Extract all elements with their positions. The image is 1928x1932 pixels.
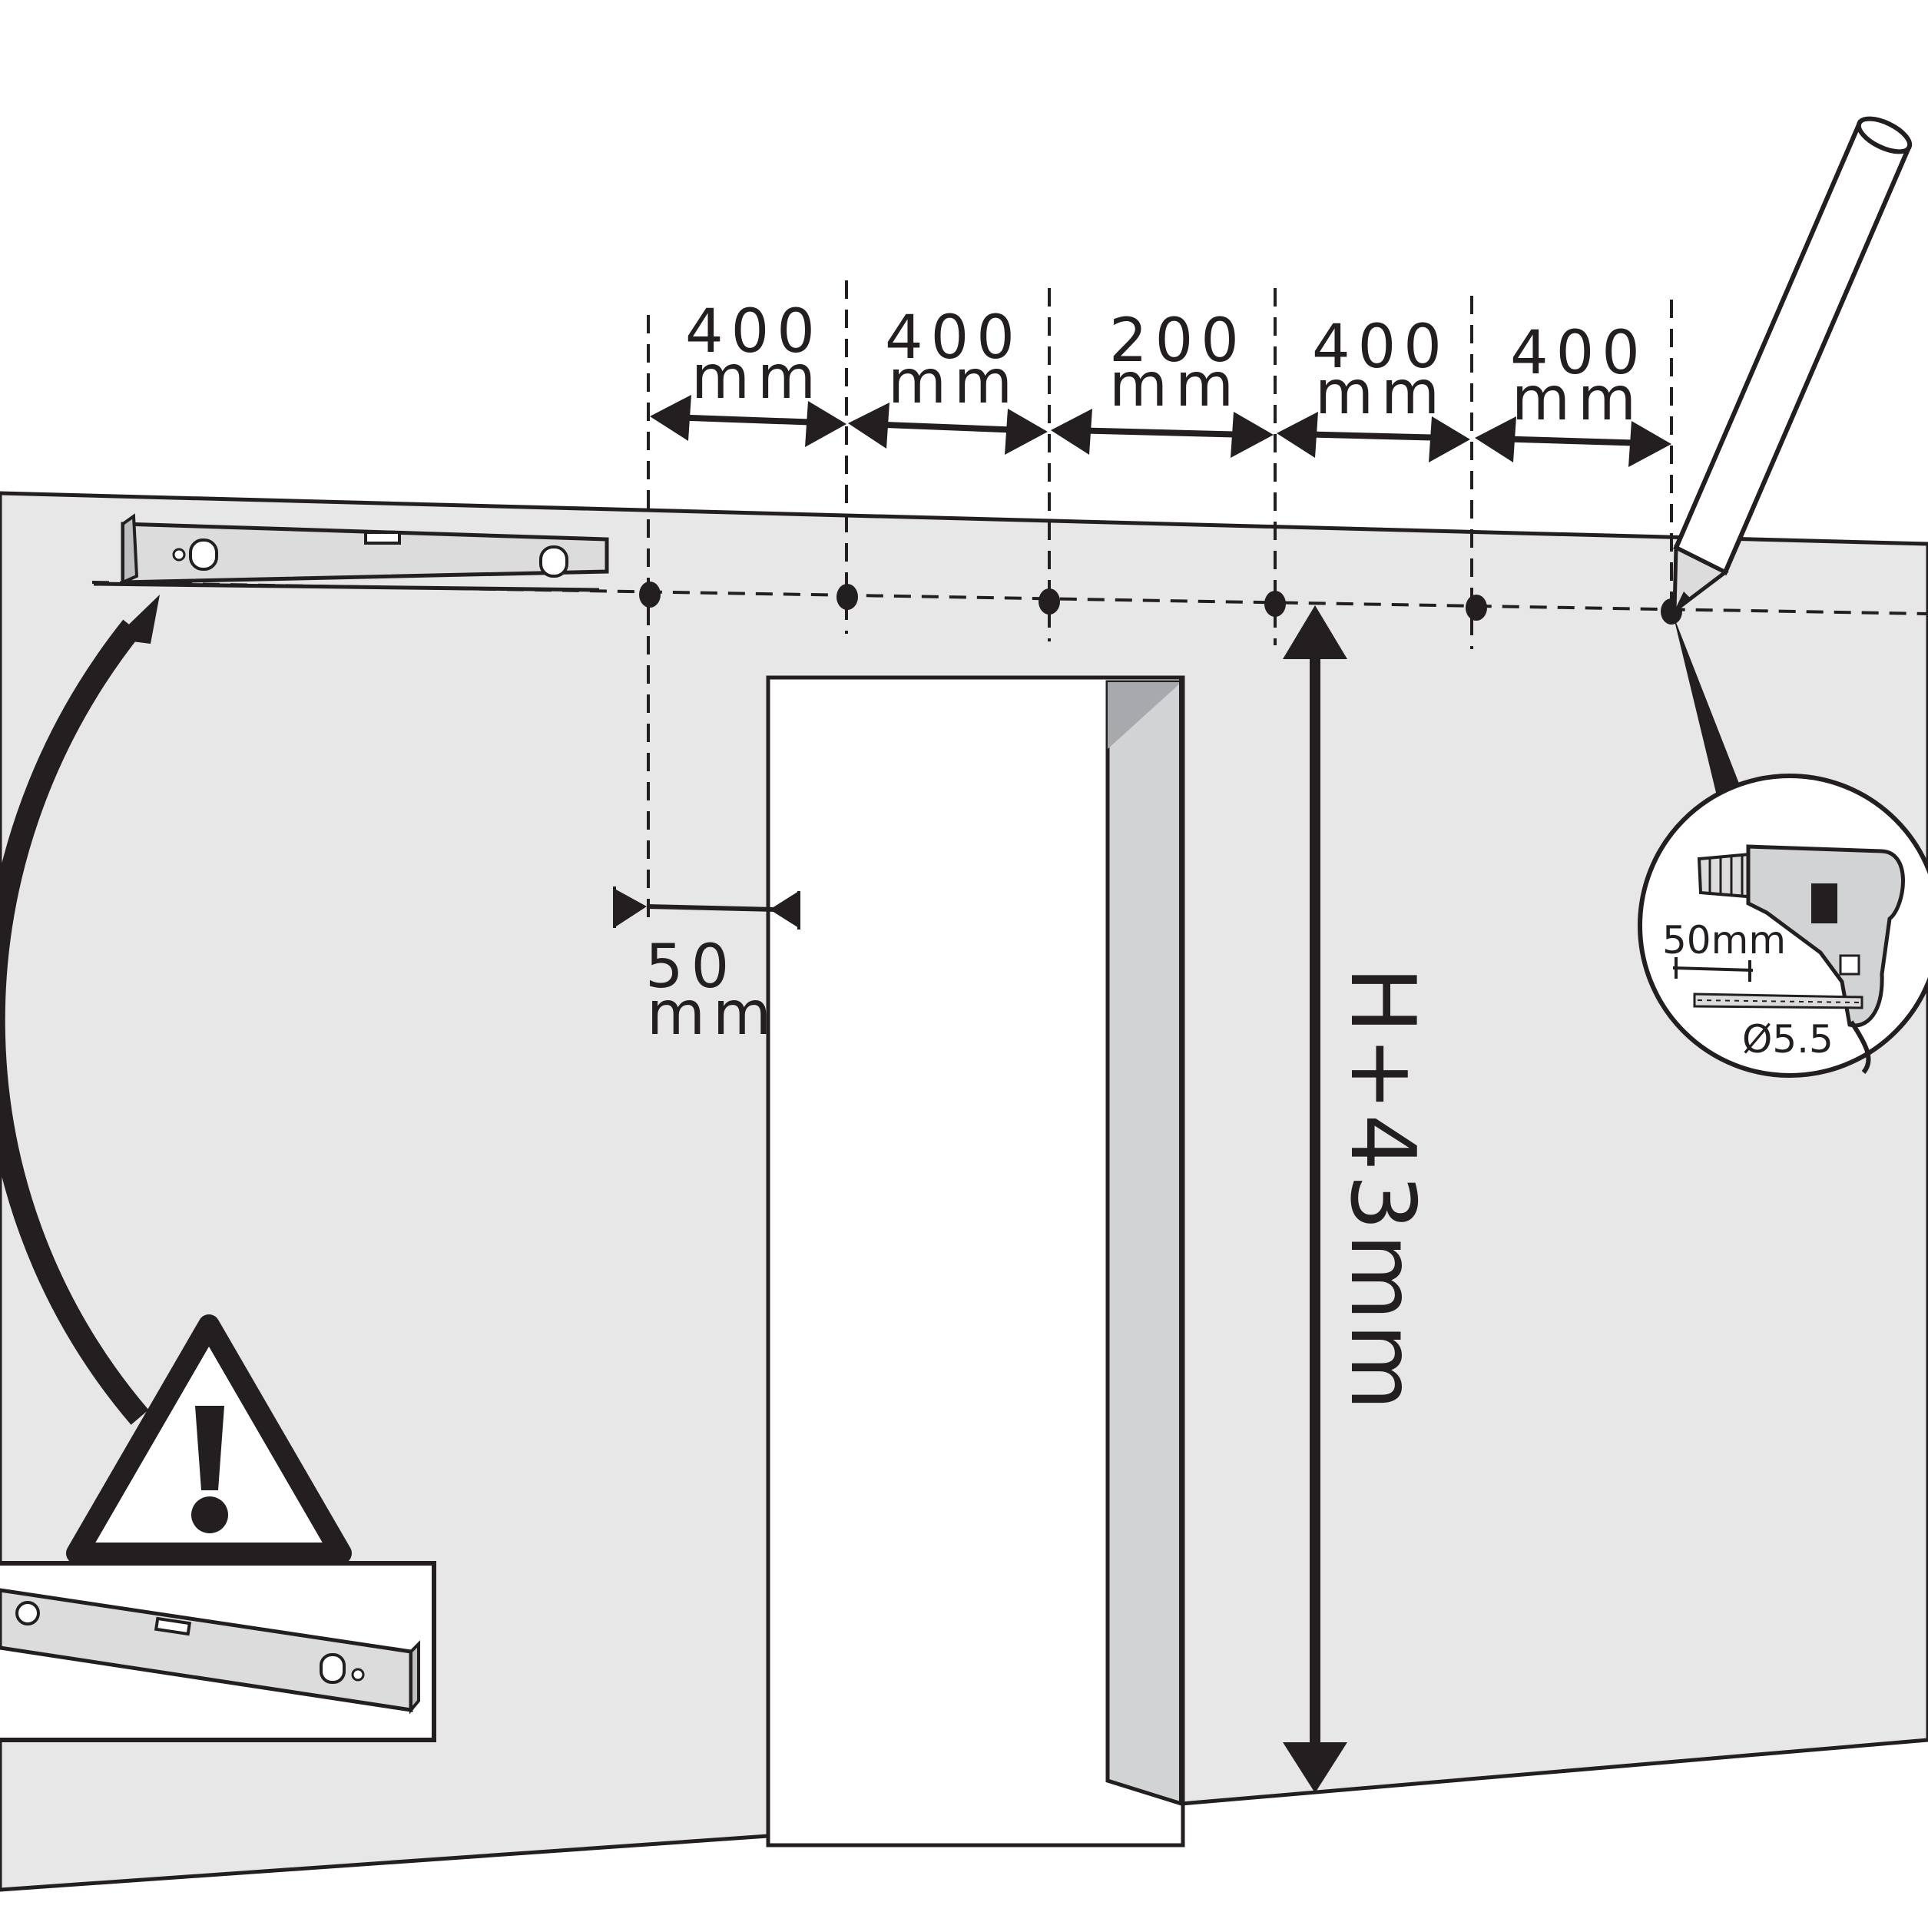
- drill-bit-label: Ø5.5: [1742, 1017, 1834, 1062]
- pencil-icon: [1672, 116, 1913, 615]
- spacing-unit-1: mm: [691, 343, 823, 413]
- warning-panel: [0, 1561, 436, 1742]
- spacing-value-2: 400: [885, 303, 1022, 373]
- tilted-spirit-level-icon: [0, 1588, 420, 1715]
- edge-offset-dimension: [613, 886, 800, 930]
- dimension-arrow: [1051, 409, 1274, 458]
- exclamation-icon: [195, 1406, 224, 1490]
- drill-point: [1466, 595, 1487, 621]
- drill-callout: 50mm Ø5.5: [1638, 774, 1928, 1078]
- callout-pointer: [1673, 615, 1742, 799]
- vertical-guides: [647, 280, 1673, 922]
- drill-depth-label: 50mm: [1662, 918, 1786, 963]
- curved-arrow: [0, 595, 160, 1425]
- door-frame-shade: [1108, 682, 1181, 749]
- drill-bit-icon: [1693, 993, 1863, 1009]
- dimension-arrow: [1277, 412, 1470, 462]
- dimension-arrow: [650, 395, 846, 447]
- spacing-unit-5: mm: [1512, 365, 1644, 434]
- height-label: H+43mm: [1330, 966, 1434, 1413]
- edge-offset-unit: mm: [647, 979, 779, 1049]
- dimension-arrow: [848, 403, 1048, 455]
- spacing-unit-4: mm: [1315, 359, 1447, 428]
- door-opening: [766, 675, 1185, 1847]
- drill-point: [1264, 591, 1286, 617]
- spacing-labels: 400 mm 400 mm 200 mm 400 mm 400 mm: [685, 297, 1648, 434]
- drill-point: [836, 584, 858, 610]
- drill-points: [639, 582, 1682, 625]
- door-frame-jamb: [1105, 680, 1184, 1807]
- height-dimension: [1283, 605, 1347, 1793]
- spacing-value-1: 400: [685, 297, 823, 366]
- drill-point: [639, 582, 661, 608]
- edge-offset-value: 50: [645, 933, 737, 1002]
- drill-depth-marker: [1672, 957, 1754, 982]
- drill-point: [1039, 588, 1060, 615]
- spacing-value-3: 200: [1109, 307, 1247, 376]
- warning-triangle-icon: [66, 1314, 352, 1564]
- spacing-value-4: 400: [1312, 313, 1449, 382]
- spirit-level-icon: [93, 513, 609, 592]
- spacing-unit-3: mm: [1109, 351, 1241, 420]
- spacing-unit-2: mm: [888, 348, 1020, 417]
- dimension-arrow: [1475, 416, 1671, 467]
- spacing-arrows: [650, 395, 1671, 467]
- drill-icon: [1697, 844, 1905, 1074]
- spacing-value-5: 400: [1510, 319, 1648, 388]
